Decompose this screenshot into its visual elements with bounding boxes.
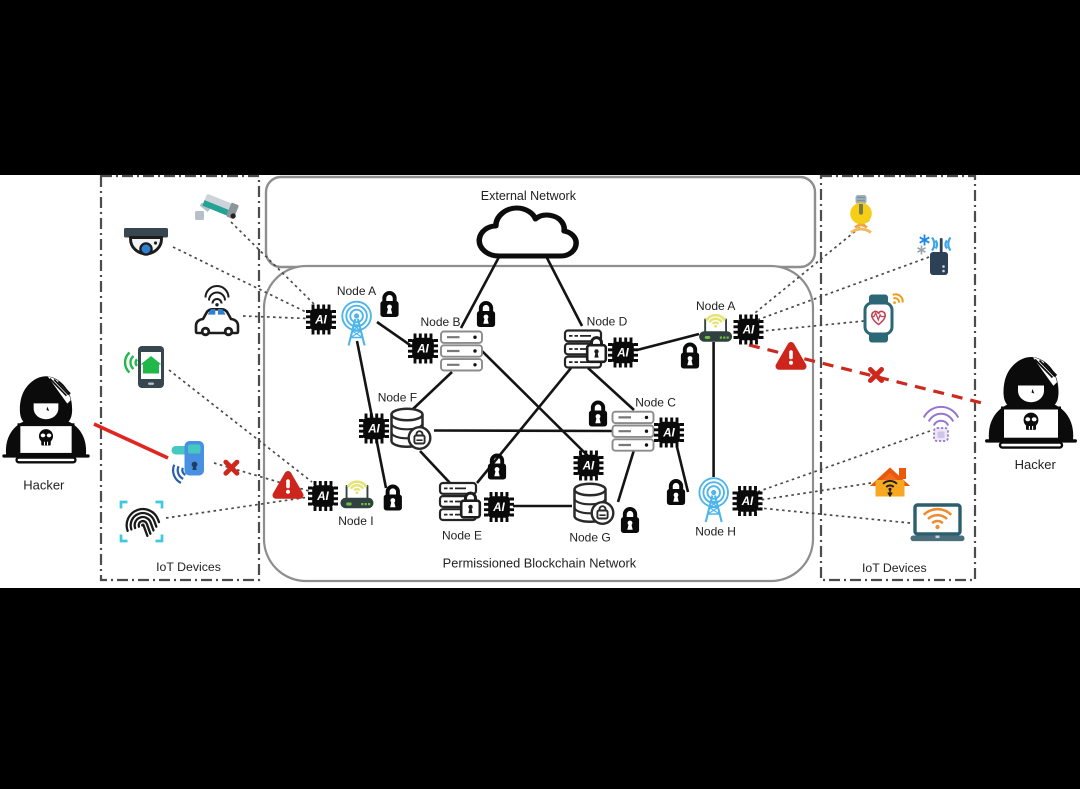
svg-text:Permissioned Blockchain Networ: Permissioned Blockchain Network bbox=[443, 556, 637, 571]
svg-text:Hacker: Hacker bbox=[23, 478, 65, 493]
svg-text:Node B: Node B bbox=[420, 315, 460, 329]
svg-text:Node F: Node F bbox=[378, 391, 417, 405]
svg-text:Node C: Node C bbox=[635, 396, 676, 410]
svg-text:Node G: Node G bbox=[569, 531, 610, 545]
svg-text:Hacker: Hacker bbox=[1015, 457, 1057, 472]
svg-text:Node A: Node A bbox=[696, 299, 735, 313]
svg-text:IoT Devices: IoT Devices bbox=[156, 560, 221, 574]
svg-text:IoT Devices: IoT Devices bbox=[862, 561, 927, 575]
svg-text:Node E: Node E bbox=[442, 529, 482, 543]
svg-text:External Network: External Network bbox=[481, 189, 577, 203]
svg-text:Node I: Node I bbox=[338, 514, 373, 528]
svg-text:Node A: Node A bbox=[337, 284, 376, 298]
svg-text:Node D: Node D bbox=[587, 315, 628, 329]
svg-text:Node H: Node H bbox=[695, 524, 736, 538]
